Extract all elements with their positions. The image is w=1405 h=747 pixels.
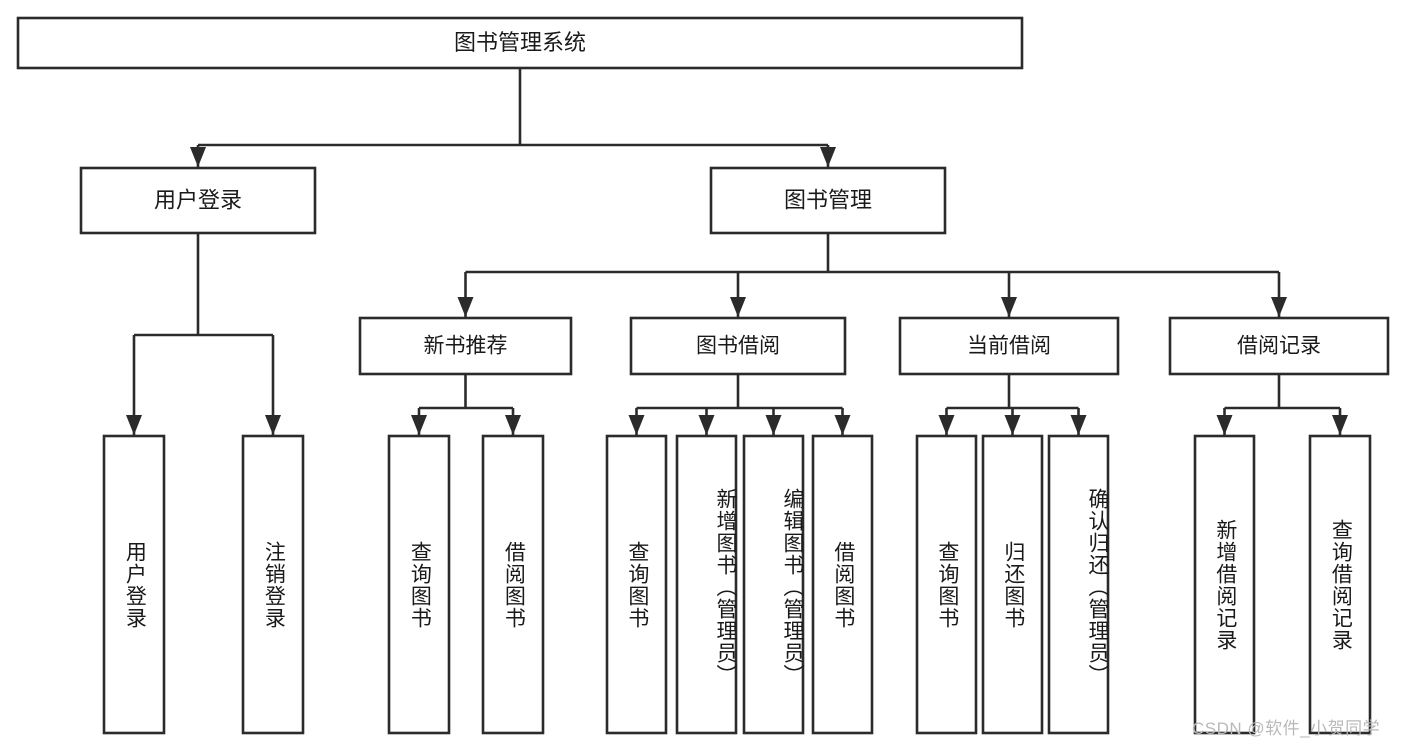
arrow-head-icon: [820, 147, 836, 167]
node-leaf-query-book-3[interactable]: [915, 434, 978, 735]
connectors-layer: [126, 68, 1348, 435]
arrow-head-icon: [834, 415, 851, 435]
node-label-book-manage: 图书管理: [784, 187, 872, 212]
node-label-new-book-rec: 新书推荐: [424, 335, 508, 358]
arrow-head-icon: [457, 297, 474, 317]
arrow-head-icon: [1001, 297, 1017, 317]
arrow-head-icon: [1004, 415, 1021, 435]
arrow-head-icon: [265, 415, 281, 435]
node-leaf-query-record[interactable]: [1308, 434, 1372, 735]
node-leaf-borrow-book-2[interactable]: [811, 434, 874, 735]
node-leaf-confirm-return[interactable]: [1047, 434, 1110, 735]
node-leaf-query-book-1[interactable]: [387, 434, 451, 735]
node-new-book-rec[interactable]: [358, 316, 573, 376]
arrow-head-icon: [190, 147, 206, 167]
node-leaf-add-book[interactable]: [675, 434, 738, 735]
node-label-user-login: 用户登录: [154, 187, 242, 212]
csdn-watermark: CSDN @软件_小贺同学: [1192, 719, 1381, 738]
node-current-borrow[interactable]: [898, 316, 1120, 376]
node-leaf-user-logout[interactable]: [241, 434, 305, 735]
arrow-head-icon: [1216, 415, 1233, 435]
arrow-head-icon: [126, 415, 142, 435]
arrow-head-icon: [938, 415, 955, 435]
node-leaf-user-login[interactable]: [102, 434, 166, 735]
node-leaf-add-record[interactable]: [1193, 434, 1256, 735]
node-user-login[interactable]: [79, 166, 317, 235]
node-leaf-return-book[interactable]: [981, 434, 1044, 735]
node-book-manage[interactable]: [709, 166, 947, 235]
arrow-head-icon: [505, 415, 521, 435]
arrow-head-icon: [628, 415, 645, 435]
node-label-borrow-record: 借阅记录: [1237, 335, 1321, 358]
arrow-head-icon: [1332, 415, 1348, 435]
arrow-head-icon: [730, 297, 746, 317]
node-leaf-query-book-2[interactable]: [605, 434, 668, 735]
node-label-current-borrow: 当前借阅: [967, 335, 1051, 358]
node-label-book-borrow: 图书借阅: [696, 335, 780, 358]
arrow-head-icon: [411, 415, 427, 435]
node-label-root: 图书管理系统: [454, 30, 586, 55]
arrow-head-icon: [765, 415, 782, 435]
arrow-head-icon: [1070, 415, 1087, 435]
node-borrow-record[interactable]: [1168, 316, 1390, 376]
arrow-head-icon: [1271, 297, 1287, 317]
node-book-borrow[interactable]: [629, 316, 847, 376]
node-leaf-edit-book[interactable]: [742, 434, 805, 735]
node-leaf-borrow-book-1[interactable]: [481, 434, 545, 735]
arrow-head-icon: [698, 415, 715, 435]
node-root[interactable]: [16, 16, 1024, 70]
